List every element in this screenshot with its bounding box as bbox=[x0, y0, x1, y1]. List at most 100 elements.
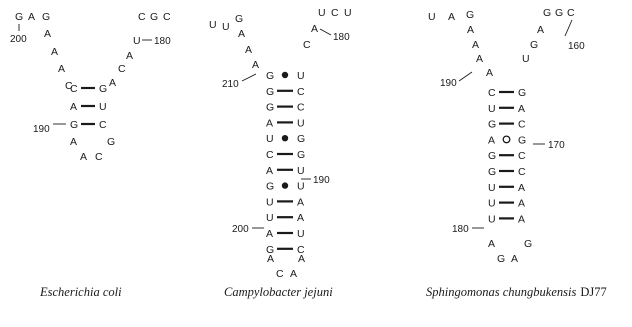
position-number: 190 bbox=[440, 78, 457, 89]
number-tick bbox=[241, 73, 257, 82]
position-number: 180 bbox=[154, 36, 171, 47]
nucleotide: A bbox=[44, 28, 51, 40]
nucleotide: G bbox=[297, 149, 305, 161]
nucleotide: A bbox=[70, 101, 77, 113]
nucleotide: U bbox=[318, 7, 326, 19]
nucleotide: U bbox=[297, 70, 305, 82]
nucleotide: A bbox=[518, 182, 525, 194]
nucleotide: U bbox=[266, 133, 274, 145]
nucleotide: G bbox=[524, 238, 532, 250]
noncanonical-pair-ring bbox=[502, 135, 511, 144]
nucleotide: C bbox=[518, 119, 526, 131]
nucleotide: G bbox=[497, 253, 505, 265]
nucleotide: C bbox=[95, 151, 103, 163]
nucleotide: G bbox=[488, 119, 496, 131]
position-number: 160 bbox=[568, 41, 585, 52]
nucleotide: A bbox=[245, 44, 252, 56]
nucleotide: A bbox=[266, 165, 273, 177]
nucleotide: A bbox=[51, 46, 58, 58]
nucleotide: A bbox=[472, 39, 479, 51]
nucleotide: G bbox=[466, 9, 474, 21]
number-tick bbox=[319, 28, 332, 36]
nucleotide: U bbox=[209, 19, 217, 31]
nucleotide: A bbox=[266, 117, 273, 129]
nucleotide: C bbox=[163, 11, 171, 23]
nucleotide: A bbox=[126, 50, 133, 62]
nucleotide: A bbox=[518, 198, 525, 210]
nucleotide: A bbox=[476, 53, 483, 65]
position-number: 210 bbox=[222, 79, 239, 90]
gu-wobble-dot bbox=[281, 182, 289, 189]
nucleotide: G bbox=[518, 134, 526, 146]
nucleotide: G bbox=[150, 11, 158, 23]
nucleotide: C bbox=[276, 268, 284, 280]
position-number: 190 bbox=[33, 124, 50, 135]
nucleotide: A bbox=[448, 11, 455, 23]
nucleotide: G bbox=[266, 181, 274, 193]
nucleotide: C bbox=[518, 166, 526, 178]
nucleotide: U bbox=[297, 117, 305, 129]
nucleotide: A bbox=[238, 28, 245, 40]
nucleotide: A bbox=[297, 196, 304, 208]
nucleotide: A bbox=[518, 213, 525, 225]
number-tick bbox=[458, 71, 473, 82]
gu-wobble-dot bbox=[281, 71, 289, 79]
nucleotide: C bbox=[567, 7, 575, 19]
nucleotide: A bbox=[80, 151, 87, 163]
nucleotide: G bbox=[518, 87, 526, 99]
nucleotide: U bbox=[297, 165, 305, 177]
nucleotide: G bbox=[107, 136, 115, 148]
nucleotide: G bbox=[488, 166, 496, 178]
position-number: 180 bbox=[333, 32, 350, 43]
nucleotide: U bbox=[297, 228, 305, 240]
nucleotide: A bbox=[267, 253, 274, 265]
nucleotide: G bbox=[266, 244, 274, 256]
nucleotide: A bbox=[311, 23, 318, 35]
gu-wobble-dot bbox=[281, 135, 289, 142]
nucleotide: A bbox=[518, 103, 525, 115]
nucleotide: A bbox=[290, 268, 297, 280]
nucleotide: A bbox=[266, 228, 273, 240]
nucleotide: C bbox=[297, 244, 305, 256]
nucleotide: C bbox=[99, 119, 107, 131]
nucleotide: C bbox=[518, 150, 526, 162]
nucleotide: G bbox=[266, 102, 274, 114]
nucleotide: U bbox=[488, 103, 496, 115]
nucleotide: A bbox=[488, 238, 495, 250]
nucleotide: A bbox=[109, 77, 116, 89]
nucleotide: A bbox=[298, 253, 305, 265]
nucleotide: G bbox=[266, 70, 274, 82]
nucleotide: U bbox=[99, 101, 107, 113]
number-tick bbox=[564, 19, 573, 37]
nucleotide: C bbox=[297, 102, 305, 114]
nucleotide: A bbox=[28, 11, 35, 23]
nucleotide: A bbox=[252, 59, 259, 71]
position-number: 200 bbox=[232, 224, 249, 235]
nucleotide: G bbox=[297, 133, 305, 145]
nucleotide: G bbox=[99, 83, 107, 95]
nucleotide: A bbox=[511, 253, 518, 265]
nucleotide: G bbox=[266, 86, 274, 98]
nucleotide: G bbox=[530, 39, 538, 51]
nucleotide: C bbox=[266, 149, 274, 161]
nucleotide: C bbox=[118, 63, 126, 75]
panel-escherichia-coli: G A G 200 A A A C C G C U 180 A C A 190 … bbox=[10, 11, 171, 299]
nucleotide: U bbox=[266, 196, 274, 208]
nucleotide: C bbox=[488, 87, 496, 99]
nucleotide: G bbox=[543, 7, 551, 19]
nucleotide: G bbox=[15, 11, 23, 23]
nucleotide: U bbox=[222, 21, 230, 33]
nucleotide: C bbox=[65, 80, 73, 92]
position-number: 180 bbox=[452, 224, 469, 235]
species-caption: Campylobacter jejuni bbox=[224, 285, 333, 299]
nucleotide: G bbox=[235, 13, 243, 25]
nucleotide: U bbox=[428, 11, 436, 23]
nucleotide: C bbox=[297, 86, 305, 98]
nucleotide: A bbox=[488, 134, 495, 146]
position-number: 190 bbox=[313, 175, 330, 186]
nucleotide: A bbox=[58, 63, 65, 75]
